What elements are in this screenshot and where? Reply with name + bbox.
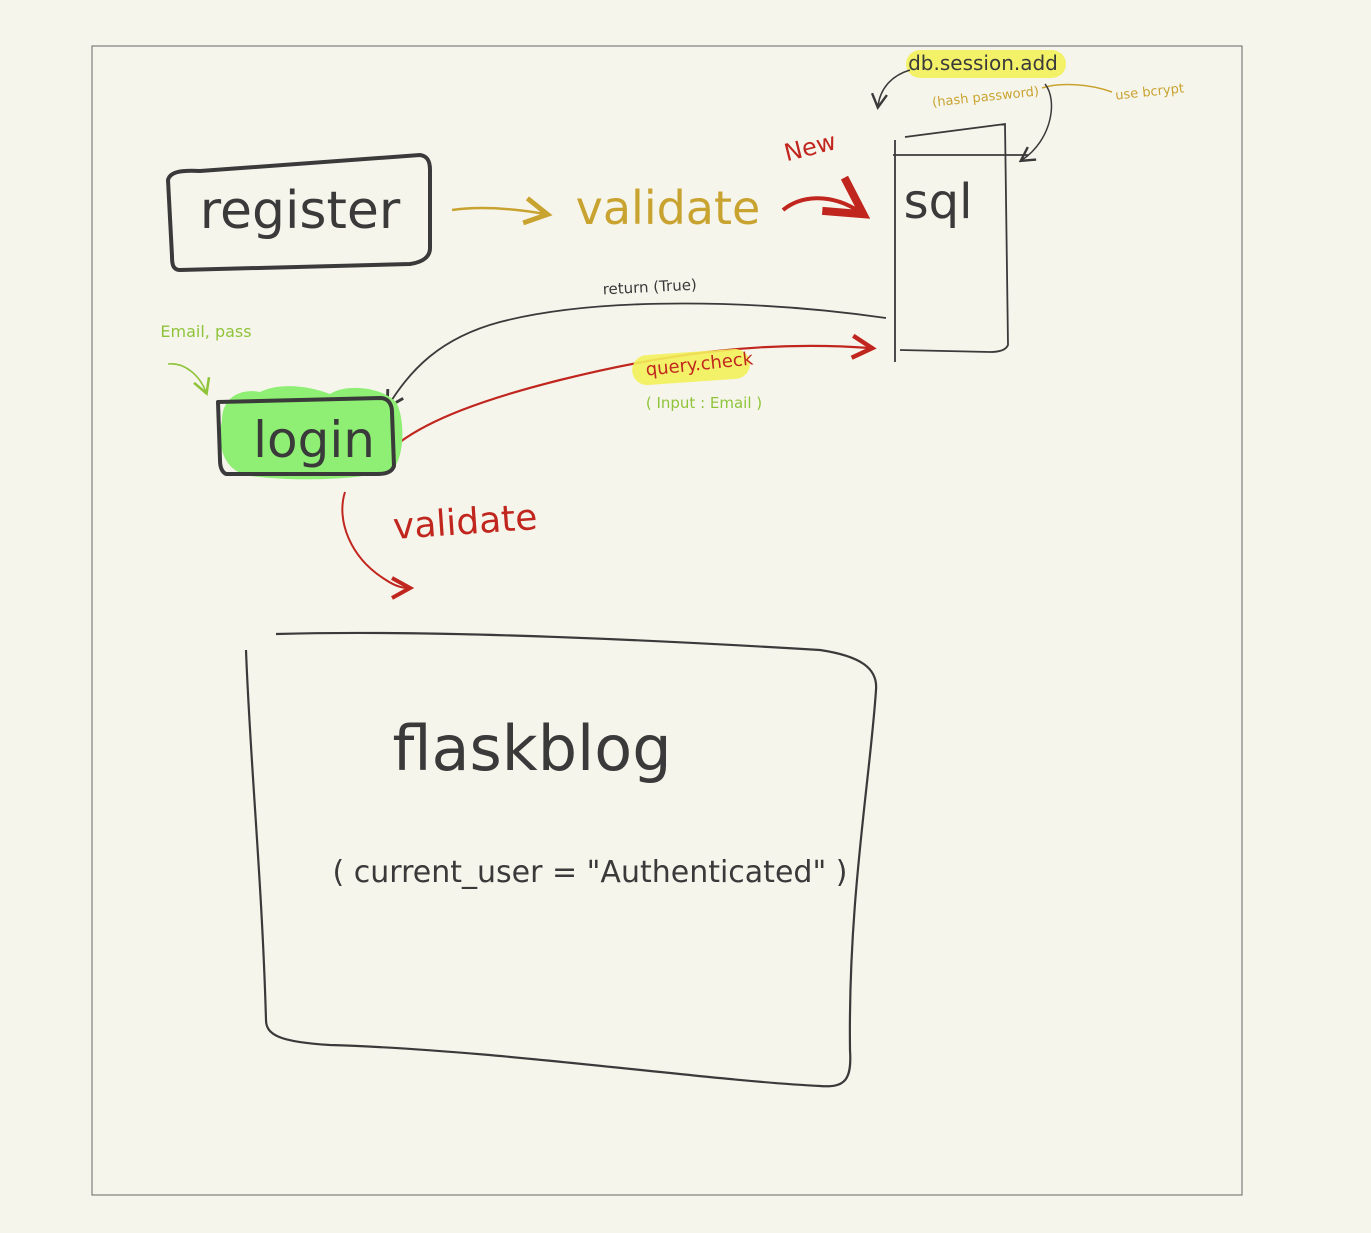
email-pass-label: Email, pass [160, 322, 251, 341]
flaskblog-node: flaskblog ( current_user = "Authenticate… [244, 631, 878, 1088]
login-node: login [216, 386, 403, 480]
register-label: register [200, 181, 401, 241]
bcrypt-connector [1041, 83, 1113, 93]
query-check-highlight [632, 348, 750, 386]
db-session-add-label: db.session.add [908, 51, 1058, 75]
register-to-validate-arrow [451, 208, 545, 214]
input-email-label: ( Input : Email ) [646, 394, 762, 412]
hash-to-sql-arrow [1018, 83, 1053, 163]
register-node: register [166, 153, 432, 272]
login-to-validate-arrow [341, 491, 408, 588]
login-fill [220, 386, 403, 480]
email-pass-arrow [167, 363, 211, 396]
hash-password-label: (hash password) [932, 84, 1040, 110]
register-box [166, 153, 432, 272]
page-frame [91, 45, 1243, 1196]
validate-to-sql-arrow [781, 198, 860, 212]
db-session-curve-arrow [870, 69, 911, 110]
current-user-label: ( current_user = "Authenticated" ) [333, 855, 848, 890]
new-label: New [781, 127, 839, 167]
validate-top-label: validate [576, 181, 761, 235]
login-label: login [253, 411, 375, 469]
login-box [216, 396, 396, 476]
return-true-arrow [385, 302, 887, 411]
sql-node: sql [893, 122, 1028, 362]
flaskblog-title: flaskblog [392, 712, 671, 785]
query-check-arrow [399, 346, 870, 443]
sql-label: sql [904, 174, 973, 230]
db-session-highlight [906, 50, 1066, 78]
validate-bottom-label: validate [392, 497, 539, 548]
sql-box [894, 122, 1009, 362]
use-bcrypt-label: use bcrypt [1115, 81, 1185, 103]
return-true-label: return (True) [602, 276, 697, 299]
flaskblog-box [244, 631, 878, 1088]
